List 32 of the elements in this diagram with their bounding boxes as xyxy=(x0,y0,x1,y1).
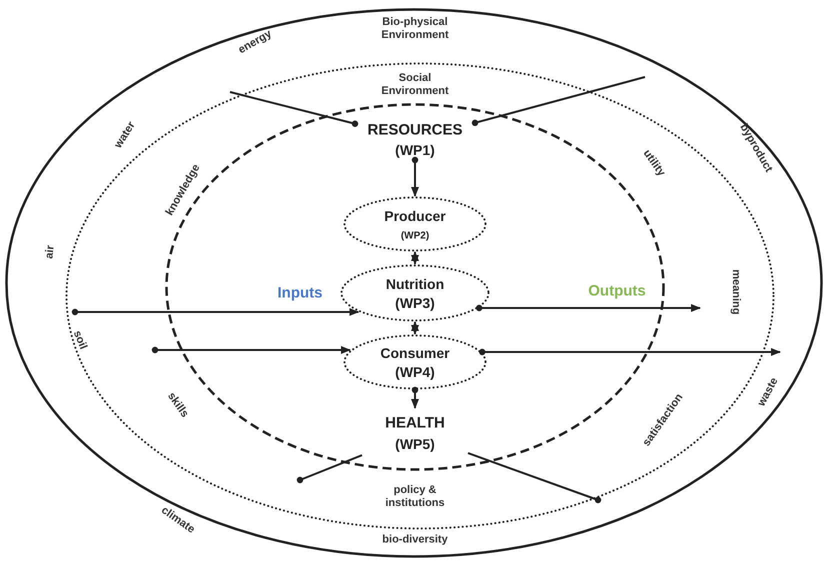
factor-label: waste xyxy=(756,376,780,408)
ellipse-node xyxy=(343,334,487,390)
factor-label: meaning xyxy=(730,269,742,315)
ellipse-node xyxy=(340,264,490,322)
connector-arrow xyxy=(72,308,360,316)
node-code: (WP1) xyxy=(395,142,435,158)
node-title: Producer xyxy=(384,208,446,224)
node-title: HEALTH xyxy=(385,414,445,432)
node-code: (WP5) xyxy=(395,436,435,452)
connector-arrow xyxy=(411,251,419,265)
ring-label: policy & institutions xyxy=(384,484,446,510)
ring-label: Social Environment xyxy=(380,72,450,98)
ring-label: bio-diversity xyxy=(381,534,449,546)
node-code: (WP4) xyxy=(395,364,435,380)
connector-arrow xyxy=(411,321,419,335)
connector-arrow xyxy=(152,346,351,354)
ring-label: Bio-physical Environment xyxy=(380,16,450,42)
node-title: Consumer xyxy=(380,345,450,361)
node-title: RESOURCES xyxy=(367,122,463,138)
factor-label: air xyxy=(43,244,57,260)
node-title: Nutrition xyxy=(386,276,444,292)
connector-arrow xyxy=(411,386,419,409)
factor-label: soil xyxy=(70,328,90,352)
ellipse-node xyxy=(5,8,823,558)
flow-label: Outputs xyxy=(588,282,646,300)
connector-arrow xyxy=(479,348,781,356)
ellipse-node xyxy=(343,196,487,252)
node-code: (WP3) xyxy=(395,295,435,311)
flow-label: Inputs xyxy=(278,284,322,302)
node-code: (WP2) xyxy=(400,230,430,242)
connector-arrow xyxy=(411,156,419,197)
connector-arrow xyxy=(476,304,701,312)
